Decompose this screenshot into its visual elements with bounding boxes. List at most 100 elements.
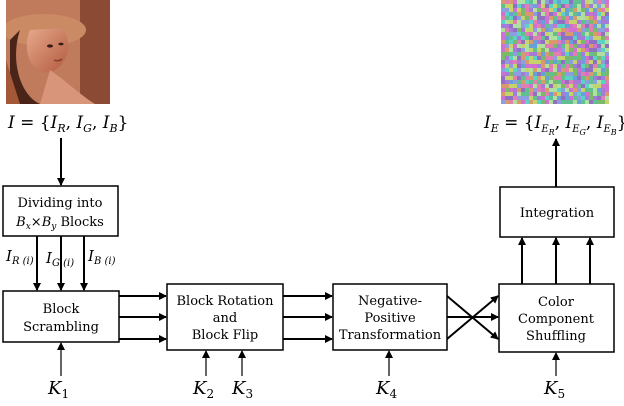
noise-pixel: [589, 12, 593, 16]
noise-pixel: [525, 56, 529, 60]
noise-pixel: [513, 0, 517, 4]
noise-pixel: [509, 20, 513, 24]
noise-pixel: [605, 88, 609, 92]
noise-pixel: [565, 12, 569, 16]
noise-pixel: [521, 20, 525, 24]
noise-pixel: [533, 40, 537, 44]
noise-pixel: [589, 52, 593, 56]
noise-pixel: [601, 76, 605, 80]
noise-pixel: [521, 12, 525, 16]
noise-pixel: [529, 4, 533, 8]
noise-pixel: [561, 60, 565, 64]
noise-pixel: [573, 84, 577, 88]
noise-pixel: [505, 20, 509, 24]
noise-pixel: [593, 44, 597, 48]
noise-pixel: [525, 8, 529, 12]
noise-pixel: [589, 40, 593, 44]
noise-pixel: [573, 76, 577, 80]
noise-pixel: [597, 76, 601, 80]
noise-pixel: [593, 0, 597, 4]
noise-pixel: [561, 0, 565, 4]
noise-pixel: [529, 76, 533, 80]
noise-pixel: [509, 40, 513, 44]
noise-pixel: [533, 44, 537, 48]
noise-pixel: [593, 100, 597, 104]
noise-pixel: [525, 0, 529, 4]
noise-pixel: [537, 40, 541, 44]
noise-pixel: [593, 8, 597, 12]
noise-pixel: [577, 40, 581, 44]
noise-pixel: [525, 24, 529, 28]
noise-pixel: [589, 96, 593, 100]
noise-pixel: [537, 4, 541, 8]
noise-pixel: [577, 100, 581, 104]
noise-pixel: [565, 32, 569, 36]
noise-pixel: [505, 16, 509, 20]
noise-pixel: [545, 52, 549, 56]
noise-pixel: [521, 84, 525, 88]
noise-pixel: [557, 32, 561, 36]
noise-pixel: [597, 44, 601, 48]
noise-pixel: [557, 44, 561, 48]
noise-pixel: [533, 32, 537, 36]
noise-pixel: [513, 88, 517, 92]
noise-pixel: [517, 0, 521, 4]
noise-pixel: [585, 52, 589, 56]
noise-pixel: [601, 28, 605, 32]
noise-pixel: [513, 36, 517, 40]
noise-pixel: [533, 0, 537, 4]
noise-pixel: [513, 4, 517, 8]
noise-pixel: [509, 36, 513, 40]
noise-pixel: [557, 96, 561, 100]
noise-pixel: [537, 76, 541, 80]
noise-pixel: [521, 0, 525, 4]
noise-pixel: [573, 80, 577, 84]
noise-pixel: [581, 60, 585, 64]
noise-pixel: [541, 56, 545, 60]
noise-pixel: [513, 100, 517, 104]
noise-pixel: [537, 88, 541, 92]
channel-label-g: IG (i): [45, 249, 74, 269]
noise-pixel: [505, 12, 509, 16]
noise-pixel: [525, 28, 529, 32]
noise-pixel: [533, 48, 537, 52]
noise-pixel: [553, 44, 557, 48]
noise-pixel: [517, 24, 521, 28]
noise-pixel: [569, 32, 573, 36]
noise-pixel: [577, 52, 581, 56]
noise-pixel: [557, 64, 561, 68]
noise-pixel: [565, 4, 569, 8]
noise-pixel: [593, 28, 597, 32]
noise-pixel: [585, 44, 589, 48]
noise-pixel: [605, 36, 609, 40]
noise-pixel: [549, 8, 553, 12]
noise-pixel: [581, 72, 585, 76]
noise-pixel: [569, 68, 573, 72]
noise-pixel: [577, 8, 581, 12]
noise-pixel: [601, 36, 605, 40]
noise-pixel: [565, 84, 569, 88]
noise-pixel: [537, 72, 541, 76]
noise-pixel: [577, 80, 581, 84]
noise-pixel: [525, 36, 529, 40]
noise-pixel: [569, 36, 573, 40]
noise-pixel: [549, 0, 553, 4]
noise-pixel: [521, 72, 525, 76]
noise-pixel: [521, 100, 525, 104]
noise-pixel: [585, 48, 589, 52]
noise-pixel: [505, 28, 509, 32]
noise-pixel: [541, 40, 545, 44]
noise-pixel: [545, 56, 549, 60]
noise-pixel: [605, 32, 609, 36]
noise-pixel: [513, 64, 517, 68]
noise-pixel: [541, 68, 545, 72]
noise-pixel: [605, 84, 609, 88]
noise-pixel: [541, 48, 545, 52]
noise-pixel: [569, 88, 573, 92]
noise-pixel: [569, 4, 573, 8]
noise-pixel: [525, 12, 529, 16]
noise-pixel: [565, 72, 569, 76]
shuffling-label-line2: Component: [518, 312, 595, 327]
noise-pixel: [545, 76, 549, 80]
noise-pixel: [553, 60, 557, 64]
